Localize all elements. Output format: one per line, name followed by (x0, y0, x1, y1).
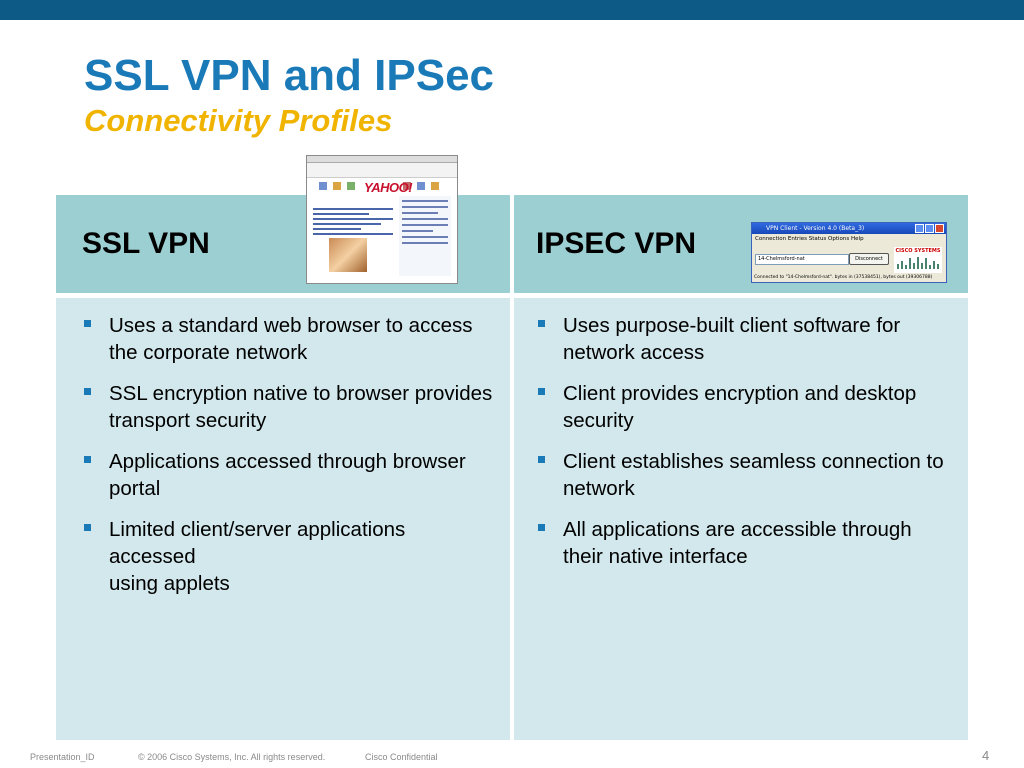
list-item: Uses purpose-built client software for n… (538, 312, 948, 366)
web-browser-screenshot: YAHOO! (306, 155, 458, 284)
vpn-window-titlebar: VPN Client - Version 4.0 (Beta_3) (752, 223, 946, 234)
slide-subtitle: Connectivity Profiles (84, 103, 393, 138)
maximize-icon (925, 224, 934, 233)
top-bar (0, 0, 1024, 20)
ssl-vpn-bullet-list: Uses a standard web browser to access th… (84, 312, 494, 611)
bullet-icon (538, 456, 545, 463)
list-item: Client establishes seamless connection t… (538, 448, 948, 502)
ssl-body-panel (56, 298, 510, 740)
page-number: 4 (982, 748, 990, 763)
ssl-vpn-heading: SSL VPN (82, 227, 210, 260)
list-item: Limited client/server applications acces… (84, 516, 494, 597)
cisco-logo: CISCO SYSTEMS (894, 247, 942, 273)
ipsec-body-panel (514, 298, 968, 740)
portal-link-lines (313, 208, 393, 238)
cisco-brand-text: CISCO SYSTEMS (895, 248, 941, 254)
bullet-icon (538, 524, 545, 531)
bullet-icon (84, 320, 91, 327)
browser-titlebar (307, 156, 457, 163)
minimize-icon (915, 224, 924, 233)
footer-presentation-id: Presentation_ID (30, 752, 95, 762)
bullet-icon (538, 320, 545, 327)
footer-confidential: Cisco Confidential (365, 752, 438, 762)
list-item: SSL encryption native to browser provide… (84, 380, 494, 434)
yahoo-logo: YAHOO! (364, 180, 413, 195)
bullet-icon (538, 388, 545, 395)
list-item: Uses a standard web browser to access th… (84, 312, 494, 366)
disconnect-button: Disconnect (849, 253, 889, 265)
list-item: All applications are accessible through … (538, 516, 948, 570)
vpn-client-screenshot: VPN Client - Version 4.0 (Beta_3) Connec… (751, 222, 947, 283)
close-icon (935, 224, 944, 233)
list-item: Client provides encryption and desktop s… (538, 380, 948, 434)
vpn-menu-bar: Connection Entries Status Options Help (755, 236, 864, 242)
footer-copyright: © 2006 Cisco Systems, Inc. All rights re… (138, 752, 326, 762)
bullet-icon (84, 456, 91, 463)
portal-photo (329, 238, 367, 272)
bullet-icon (84, 388, 91, 395)
portal-sidebar (399, 196, 451, 276)
ipsec-vpn-heading: IPSEC VPN (536, 227, 697, 260)
vpn-window-title: VPN Client - Version 4.0 (Beta_3) (766, 225, 865, 232)
vpn-status-bar: Connected to "14-Chelmsford-nat". bytes … (754, 275, 933, 280)
browser-toolbar (307, 163, 457, 178)
portal-icons (319, 182, 439, 190)
list-item: Applications accessed through browser po… (84, 448, 494, 502)
cisco-bridge-icon (897, 257, 939, 269)
bullet-icon (84, 524, 91, 531)
ipsec-vpn-bullet-list: Uses purpose-built client software for n… (538, 312, 948, 584)
connection-entry-field: 14-Chelmsford-nat (755, 254, 849, 265)
slide-title: SSL VPN and IPSec (84, 51, 495, 100)
